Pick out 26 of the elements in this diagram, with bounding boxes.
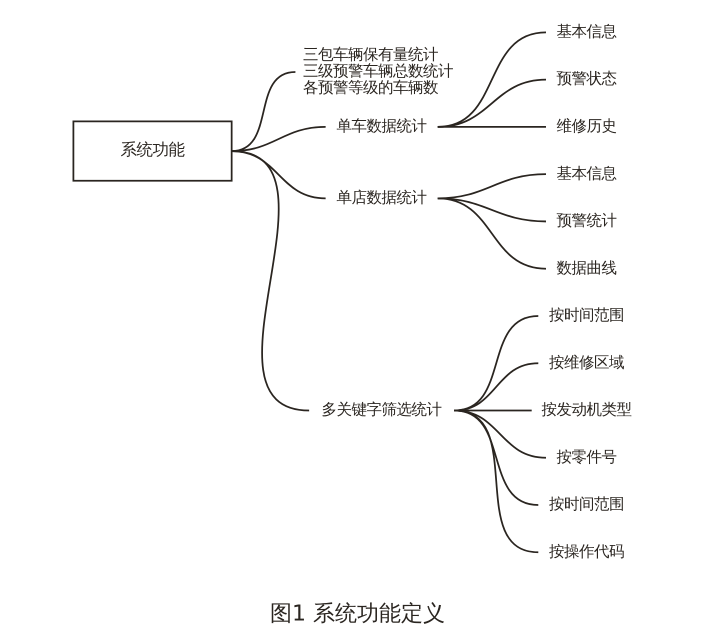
node-text: 预警统计 (556, 212, 617, 230)
node-text: 按维修区域 (549, 353, 624, 372)
node-text: 按发动机类型 (542, 400, 632, 419)
node-box: 系统功能 (72, 120, 233, 182)
node-text: 多关键字筛选统计 (322, 400, 442, 419)
connector (438, 78, 546, 128)
node-text: 预警状态 (556, 70, 617, 88)
connector (438, 126, 546, 128)
connector (454, 410, 538, 506)
connector (438, 32, 546, 128)
node-text: 数据曲线 (556, 258, 617, 277)
node-text: 单车数据统计 (336, 116, 427, 135)
connector (232, 126, 326, 152)
node-text: 单店数据统计 (336, 188, 427, 206)
connector (438, 197, 546, 270)
caption: 图1 系统功能定义 (270, 601, 445, 626)
node-text: 三包车辆保有量统计 三级预警车辆总数统计 各预警等级的车辆数 (303, 46, 454, 97)
node-text: 按时间范围 (549, 306, 624, 324)
node-text: 基本信息 (556, 22, 617, 40)
node-text: 按零件号 (556, 448, 617, 466)
connector (454, 410, 538, 554)
node-text: 基本信息 (556, 164, 617, 182)
node-text: 按操作代码 (549, 542, 624, 560)
connector (231, 150, 310, 412)
node-text: 按时间范围 (549, 495, 624, 514)
node-text: 维修历史 (556, 116, 617, 135)
